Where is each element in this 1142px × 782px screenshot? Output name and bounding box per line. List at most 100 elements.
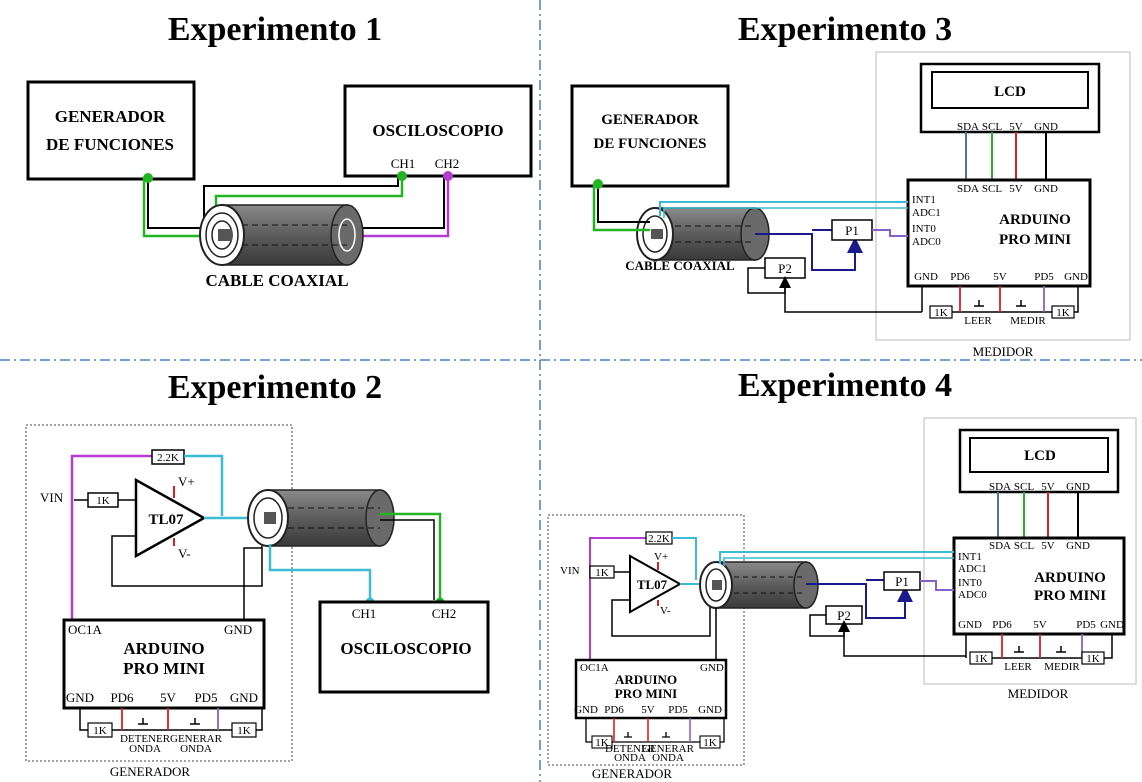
exp3-lcd-pin-5v: 5V: [1009, 121, 1023, 133]
exp4-arduino-g-label-2: PRO MINI: [615, 686, 677, 701]
exp4-p2-label: P2: [837, 608, 851, 623]
exp4-ard-lcd-scl: SCL: [1014, 540, 1034, 552]
exp2-pin-5v: 5V: [160, 690, 177, 705]
exp1-scope-label: OSCILOSCOPIO: [372, 121, 503, 140]
exp2-vin-label: VIN: [40, 490, 64, 505]
experiment-2: Experimento 2 GENERADOR 2.2K VIN 1K TL07…: [25, 369, 490, 779]
exp1-cable-label: CABLE COAXIAL: [205, 271, 348, 290]
exp4-gpin-gnd2: GND: [698, 704, 722, 716]
exp1-scope-block: [343, 84, 533, 178]
exp3-pin-int1: INT1: [912, 194, 936, 206]
exp3-lcd-screen: [931, 71, 1089, 109]
exp2-pin-pd6: PD6: [110, 690, 134, 705]
exp4-res-kg1-label: 1K: [595, 737, 609, 749]
exp4-gnd-top: GND: [700, 662, 724, 674]
exp3-bpin-pd5: PD5: [1034, 271, 1054, 283]
exp4-gsw1-line1: DETENER: [605, 743, 656, 755]
exp4-bpin-5v: 5V: [1033, 619, 1047, 631]
exp3-bpin-5v: 5V: [993, 271, 1007, 283]
exp3-lcd-pin-sda: SDA: [957, 121, 979, 133]
exp3-sw-leer: LEER: [964, 315, 992, 327]
exp4-lcd-label: LCD: [1024, 448, 1056, 464]
exp3-ard-lcd-gnd: GND: [1034, 183, 1058, 195]
exp3-p1-label: P1: [845, 223, 859, 238]
exp3-medidor-frame: [875, 51, 1131, 341]
exp3-bpin-gnd1: GND: [914, 271, 938, 283]
exp1-black-wire-ch2: [350, 176, 445, 229]
exp4-opamp-label: TL07: [637, 577, 668, 592]
exp4-ard-lcd-gnd: GND: [1066, 540, 1090, 552]
exp1-title: Experimento 1: [168, 11, 382, 48]
exp3-medidor-label: MEDIDOR: [973, 344, 1034, 359]
exp4-title: Experimento 4: [738, 367, 952, 404]
exp2-pin-pd5: PD5: [194, 690, 217, 705]
exp2-oc1a: OC1A: [68, 622, 103, 637]
exp3-res-1k-a-label: 1K: [934, 307, 948, 319]
exp3-ard-lcd-5v: 5V: [1009, 183, 1023, 195]
exp3-bpin-pd6: PD6: [950, 271, 970, 283]
exp3-lcd-pin-gnd: GND: [1034, 121, 1058, 133]
exp4-medidor-label: MEDIDOR: [1008, 686, 1069, 701]
exp4-bpin-pd5: PD5: [1076, 619, 1096, 631]
exp1-ch1-label: CH1: [391, 156, 416, 171]
exp4-ard-lcd-5v: 5V: [1041, 540, 1055, 552]
exp1-node-ch1: [397, 171, 407, 181]
exp4-res-1k-in-label: 1K: [595, 567, 609, 579]
exp3-coax-cable: [636, 207, 770, 261]
exp1-generator-label-2: DE FUNCIONES: [46, 135, 174, 154]
exp1-magenta-wire-ch2: [346, 176, 450, 238]
experiment-1: Experimento 1 GENERADOR DE FUNCIONES OSC…: [26, 11, 533, 290]
exp3-pin-adc0: ADC0: [912, 236, 941, 248]
exp4-generador-frame: [547, 514, 745, 766]
exp3-p2-label: P2: [778, 261, 792, 276]
exp1-ch2-label: CH2: [435, 156, 460, 171]
experiment-4: Experimento 4 MEDIDOR LCD SDA SCL 5V GND…: [547, 367, 1137, 781]
exp2-arduino-block: [62, 618, 266, 710]
exp4-res-km1-label: 1K: [974, 653, 988, 665]
exp2-opamp: [134, 477, 207, 559]
experiment-3: Experimento 3 MEDIDOR GENERADOR DE FUNCI…: [570, 11, 1131, 359]
exp4-vplus: V+: [654, 551, 668, 563]
exp4-bpin-gnd2: GND: [1100, 619, 1124, 631]
exp2-generador-frame: [25, 424, 293, 762]
exp4-gsw2-line1: GENERAR: [642, 743, 695, 755]
exp3-generator-label-2: DE FUNCIONES: [594, 136, 707, 152]
exp4-gsw2-line2: ONDA: [652, 752, 684, 764]
exp3-sw-medir: MEDIR: [1010, 315, 1046, 327]
exp2-sw2-line2: ONDA: [180, 743, 212, 755]
exp4-bpin-gnd1: GND: [958, 619, 982, 631]
exp4-res-kg2-label: 1K: [703, 737, 717, 749]
exp4-arduino-g-label-1: ARDUINO: [615, 672, 677, 687]
exp2-arduino-label-2: PRO MINI: [123, 659, 205, 678]
exp4-gpin-gnd1: GND: [574, 704, 598, 716]
exp4-lcd-pin-5v: 5V: [1041, 481, 1055, 493]
exp4-lcd-pin-sda: SDA: [989, 481, 1011, 493]
exp2-res-1k-a-label: 1K: [93, 725, 107, 737]
exp2-arduino-label-1: ARDUINO: [123, 639, 204, 658]
exp2-sw1-line2: ONDA: [129, 743, 161, 755]
exp3-generator-label-1: GENERADOR: [601, 112, 699, 128]
exp2-res-2k2-label: 2.2K: [157, 452, 179, 464]
exp4-ard-lcd-sda: SDA: [989, 540, 1011, 552]
exp4-gpin-5v: 5V: [641, 704, 655, 716]
exp2-vplus: V+: [178, 474, 195, 489]
exp2-generador-label: GENERADOR: [110, 764, 190, 779]
exp4-pin-adc1: ADC1: [958, 563, 987, 575]
exp4-vin-label: VIN: [560, 565, 580, 577]
exp2-scope-block: [318, 600, 490, 694]
exp4-gpin-pd6: PD6: [604, 704, 624, 716]
exp4-pin-int1: INT1: [958, 551, 982, 563]
exp4-lcd-pin-gnd: GND: [1066, 481, 1090, 493]
exp3-title: Experimento 3: [738, 11, 952, 48]
exp3-ard-lcd-sda: SDA: [957, 183, 979, 195]
exp4-generador-label: GENERADOR: [592, 766, 672, 781]
exp4-vminus: V-: [660, 605, 671, 617]
exp1-node-ch2: [443, 171, 453, 181]
exp1-black-wire-ch1: [203, 176, 399, 220]
exp4-arduino-m-label-2: PRO MINI: [1034, 588, 1106, 604]
exp2-coax-cable: [247, 489, 395, 547]
exp3-bpin-gnd2: GND: [1064, 271, 1088, 283]
exp3-cable-label: CABLE COAXIAL: [625, 258, 735, 273]
exp3-pin-int0: INT0: [912, 223, 936, 235]
